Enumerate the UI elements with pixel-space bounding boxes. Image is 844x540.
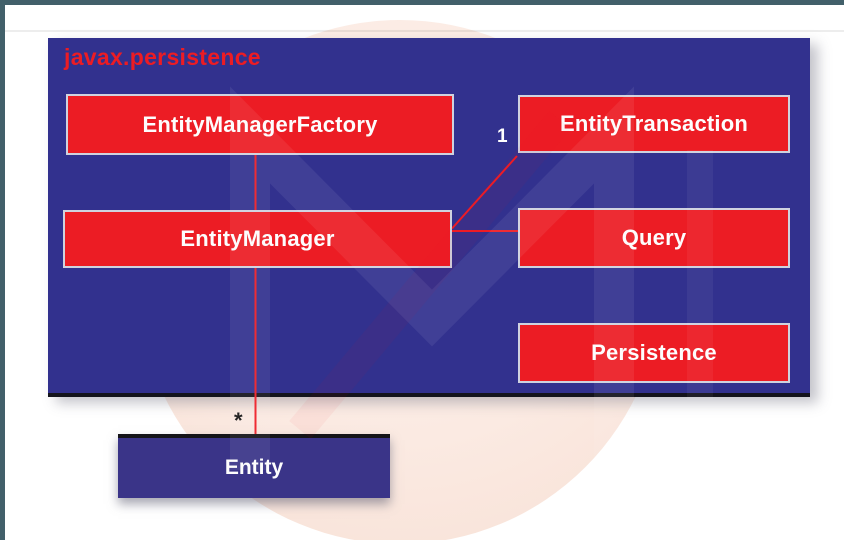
multiplicity-one-label: 1 — [497, 126, 508, 147]
background-hairline — [5, 30, 844, 32]
class-label-entity-transaction: EntityTransaction — [560, 111, 748, 136]
class-label-entity: Entity — [224, 456, 284, 479]
class-label-entity-manager-factory: EntityManagerFactory — [142, 111, 378, 137]
class-box-entity-manager-factory: EntityManagerFactory — [66, 94, 454, 155]
class-label-query: Query — [621, 225, 687, 250]
class-box-persistence: Persistence — [518, 323, 790, 383]
class-box-entity: Entity — [118, 434, 390, 498]
class-label-persistence: Persistence — [591, 340, 717, 365]
class-box-entity-transaction: EntityTransaction — [518, 95, 790, 153]
window-border-left — [0, 0, 5, 540]
class-label-entity-manager: EntityManager — [180, 226, 335, 251]
package-title: javax.persistence — [64, 44, 261, 70]
multiplicity-many-label: * — [234, 408, 243, 433]
class-box-entity-manager: EntityManager — [63, 210, 452, 268]
window-border-top — [0, 0, 844, 5]
class-box-query: Query — [518, 208, 790, 268]
